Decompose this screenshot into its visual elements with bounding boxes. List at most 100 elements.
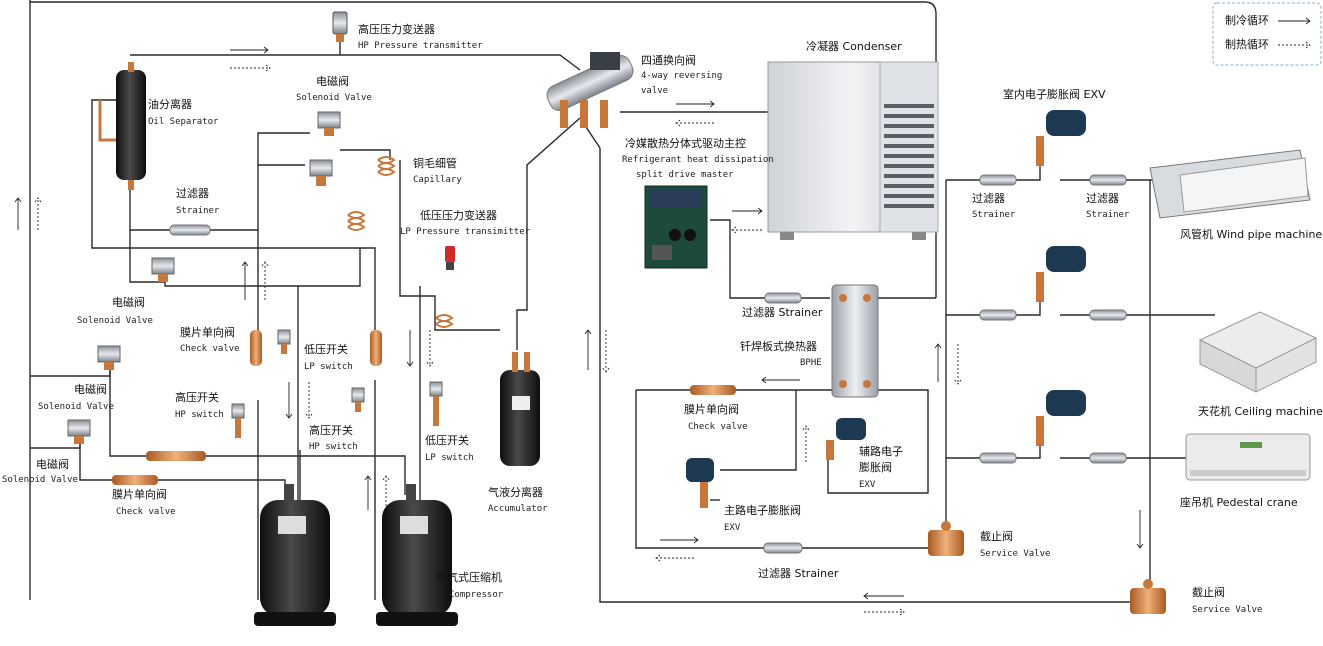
legend-cooling-label: 制冷循环 [1225, 14, 1269, 27]
bphe-label-cn: 钎焊板式换热器 [740, 339, 817, 353]
compressor-label-cn: 喷气式压缩机 [436, 570, 502, 584]
service1-label-en: Service Valve [980, 549, 1050, 559]
lp-switch1-label-en: LP switch [304, 362, 353, 372]
lp-pressure-transmitter-icon [445, 246, 455, 270]
check-right-label-en: Check valve [688, 422, 748, 432]
hp-switch2-label-cn: 高压开关 [309, 423, 353, 437]
service-valve-2-icon [1130, 579, 1166, 614]
pedestal-label: 座吊机 Pedestal crane [1180, 495, 1298, 509]
drive-label-cn: 冷媒散热分体式驱动主控 [625, 136, 746, 150]
solenoid-top-label-en: Solenoid Valve [296, 93, 372, 103]
strainer-left-label-cn: 过滤器 [176, 187, 209, 200]
check-upper-label-en: Check valve [180, 344, 240, 354]
strainer-bottom-label: 过滤器 Strainer [758, 567, 839, 580]
hp-switch1-label-cn: 高压开关 [175, 390, 219, 404]
solenoid-lower-label-cn: 电磁阀 [74, 382, 107, 396]
indoor-exv-2-icon [1036, 246, 1086, 302]
main-exv-icon [686, 458, 714, 508]
service2-label-cn: 截止阀 [1192, 585, 1225, 599]
strainer-in2-label-en: Strainer [1086, 210, 1130, 220]
legend-heating-label: 制热循环 [1225, 38, 1269, 51]
lp-transmitter-label-cn: 低压压力变送器 [420, 208, 497, 222]
lp-switch2-label-en: LP switch [425, 453, 474, 463]
solenoid-top-label-cn: 电磁阀 [316, 74, 349, 88]
main-exv-label-en: EXV [724, 523, 741, 533]
strainer-bphe-label: 过滤器 Strainer [742, 306, 823, 319]
hp-switch2-label-en: HP switch [309, 442, 358, 452]
hp-pressure-transmitter-icon [332, 11, 348, 42]
check-right-label-cn: 膜片单向阀 [684, 402, 739, 416]
solenoid-valve-second-icon [309, 159, 333, 186]
check-valve-upper-right-icon [370, 330, 382, 366]
capillary-coil-icon [347, 156, 454, 328]
indoor-exv-1-icon [1036, 110, 1086, 166]
aux-exv-label-cn1: 辅路电子 [859, 444, 903, 458]
lp-switch2-label-cn: 低压开关 [425, 433, 469, 447]
hp-switch-1-icon [231, 403, 245, 438]
oil-separator-label-en: Oil Separator [148, 117, 219, 127]
service-valve-1-icon [928, 521, 964, 556]
drive-label-en1: Refrigerant heat dissipation [622, 155, 774, 165]
strainer-bottom-icon [763, 542, 803, 554]
bphe-label-en: BPHE [800, 358, 822, 368]
check-valve-right-icon [690, 385, 736, 395]
solenoid-lower-label-en: Solenoid Valve [38, 402, 114, 412]
oil-separator-icon [98, 62, 146, 190]
lp-switch-2-icon [429, 381, 443, 426]
strainer-bphe-icon [764, 292, 802, 304]
hp-transmitter-label-cn: 高压压力变送器 [358, 22, 435, 36]
service1-label-cn: 截止阀 [980, 529, 1013, 543]
aux-exv-icon [826, 418, 866, 460]
solenoid-mid-label-cn: 电磁阀 [112, 295, 145, 309]
indoor-exv-label: 室内电子膨胀阀 EXV [1003, 87, 1106, 101]
flow-arrows [14, 46, 1144, 616]
compressor-label-en: Compressor [449, 590, 504, 600]
bphe-icon [831, 284, 879, 398]
strainer-in1-label-cn: 过滤器 [972, 192, 1005, 205]
pedestal-crane-icon [1185, 433, 1311, 481]
hp-switch1-label-en: HP switch [175, 410, 224, 420]
hp-transmitter-label-en: HP Pressure transmitter [358, 41, 483, 51]
solenoid-valve-top-icon [317, 111, 341, 136]
check-valve-lower-icon [112, 475, 158, 485]
capillary-label-en: Capillary [413, 175, 462, 185]
ceiling-label: 天花机 Ceiling machine [1198, 404, 1323, 418]
lp-switch1-label-cn: 低压开关 [304, 342, 348, 356]
wind-pipe-label: 风管机 Wind pipe machine [1180, 227, 1322, 241]
oil-separator-label-cn: 油分离器 [148, 97, 192, 111]
strainer-left-icon [169, 224, 211, 236]
strainer-in2-label-cn: 过滤器 [1086, 192, 1119, 205]
accumulator-label-en: Accumulator [488, 504, 548, 514]
wind-pipe-machine-icon [1149, 149, 1311, 219]
aux-exv-label-cn2: 膨胀阀 [859, 460, 892, 474]
condenser-icon [767, 61, 939, 240]
strainer-horizontal-lower-icon [146, 451, 206, 461]
indoor-strainers-icon [979, 174, 1127, 464]
lp-switch-1-icon [277, 329, 291, 354]
solenoid-valve-bottom-icon [67, 419, 91, 444]
solenoid-mid-label-en: Solenoid Valve [77, 316, 153, 326]
legend: 制冷循环 制热循环 [1212, 2, 1322, 66]
indoor-exv-3-icon [1036, 390, 1086, 446]
labels: 高压压力变送器 HP Pressure transmitter 油分离器 Oil… [2, 22, 1323, 615]
accumulator-icon [500, 352, 540, 466]
check-lower-label-cn: 膜片单向阀 [112, 487, 167, 501]
solenoid-bottom-label-cn: 电磁阀 [36, 457, 69, 471]
main-exv-label-cn: 主路电子膨胀阀 [724, 503, 801, 517]
service2-label-en: Service Valve [1192, 605, 1262, 615]
condenser-label: 冷凝器 Condenser [806, 39, 902, 53]
capillary-label-cn: 铜毛细管 [413, 156, 457, 170]
hp-switch-2-icon [351, 387, 365, 412]
reversing-label-en1: 4-way reversing [641, 71, 722, 81]
solenoid-valve-mid-icon [151, 257, 175, 282]
compressor-1-icon [254, 484, 336, 626]
lp-transmitter-label-en: LP Pressure transimitter [400, 227, 531, 237]
ceiling-machine-icon [1198, 311, 1318, 393]
aux-exv-label-en: EXV [859, 480, 876, 490]
strainer-left-label-en: Strainer [176, 206, 220, 216]
check-valve-upper-left-icon [250, 330, 262, 366]
reversing-label-en2: valve [641, 86, 668, 96]
drive-board-icon [644, 185, 708, 269]
check-lower-label-en: Check valve [116, 507, 176, 517]
